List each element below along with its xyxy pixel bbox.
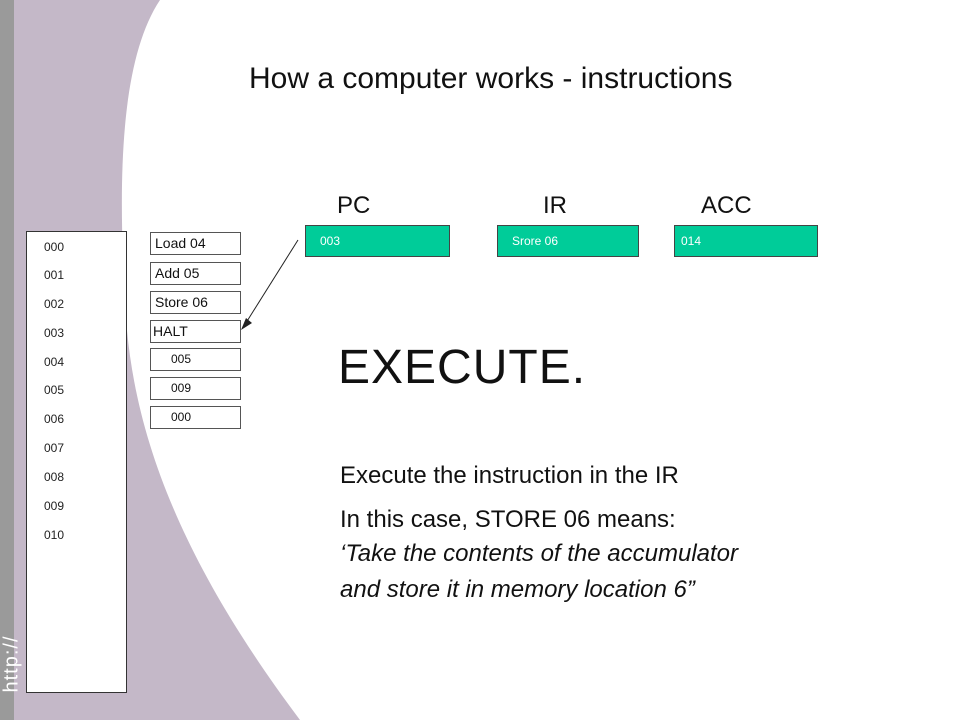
memory-cell-000: Load 04 [150,232,241,255]
ir-register-label: IR [543,192,567,219]
memory-cell-002-text: Store 06 [155,294,208,310]
memory-address-column [26,231,127,693]
ir-register-value: Srore 06 [512,234,559,248]
pc-register-value: 003 [320,234,341,248]
memory-address-005: 005 [44,383,65,397]
memory-cell-005: 009 [150,377,241,400]
description-line-2: In this case, STORE 06 means: [340,506,676,533]
memory-cell-003-text: HALT [153,323,188,339]
execute-heading: EXECUTE. [338,341,587,394]
memory-cell-004: 005 [150,348,241,371]
acc-register-box: 014 [674,225,818,257]
ir-register-box: Srore 06 [497,225,639,257]
memory-address-009: 009 [44,499,65,513]
memory-address-004: 004 [44,355,65,369]
memory-cell-003: HALT [150,320,241,343]
memory-address-000: 000 [44,240,65,254]
pc-pointer-arrowhead [241,318,252,330]
http-side-label: http:// [0,614,24,714]
http-side-label-text: http:// [0,635,23,693]
description-line-4: and store it in memory location 6” [340,576,695,603]
memory-cell-006: 000 [150,406,241,429]
memory-cell-001: Add 05 [150,262,241,285]
memory-address-007: 007 [44,441,65,455]
memory-cell-000-text: Load 04 [155,235,206,251]
memory-address-006: 006 [44,412,65,426]
left-gray-strip [0,0,14,720]
acc-register-value: 014 [681,234,702,248]
memory-cell-006-text: 000 [171,410,192,424]
memory-cell-004-text: 005 [171,352,192,366]
slide-title: How a computer works - instructions [249,62,733,95]
memory-cell-005-text: 009 [171,381,192,395]
pc-pointer-arrow [243,239,299,327]
pc-register-box: 003 [305,225,450,257]
memory-address-001: 001 [44,268,65,282]
memory-address-010: 010 [44,528,65,542]
memory-cell-001-text: Add 05 [155,265,200,281]
memory-cell-002: Store 06 [150,291,241,314]
memory-address-008: 008 [44,470,65,484]
description-line-3: ‘Take the contents of the accumulator [340,540,739,567]
description-line-1: Execute the instruction in the IR [340,462,679,489]
memory-address-002: 002 [44,297,65,311]
acc-register-label: ACC [701,192,752,219]
pc-register-label: PC [337,192,371,219]
memory-address-003: 003 [44,326,65,340]
